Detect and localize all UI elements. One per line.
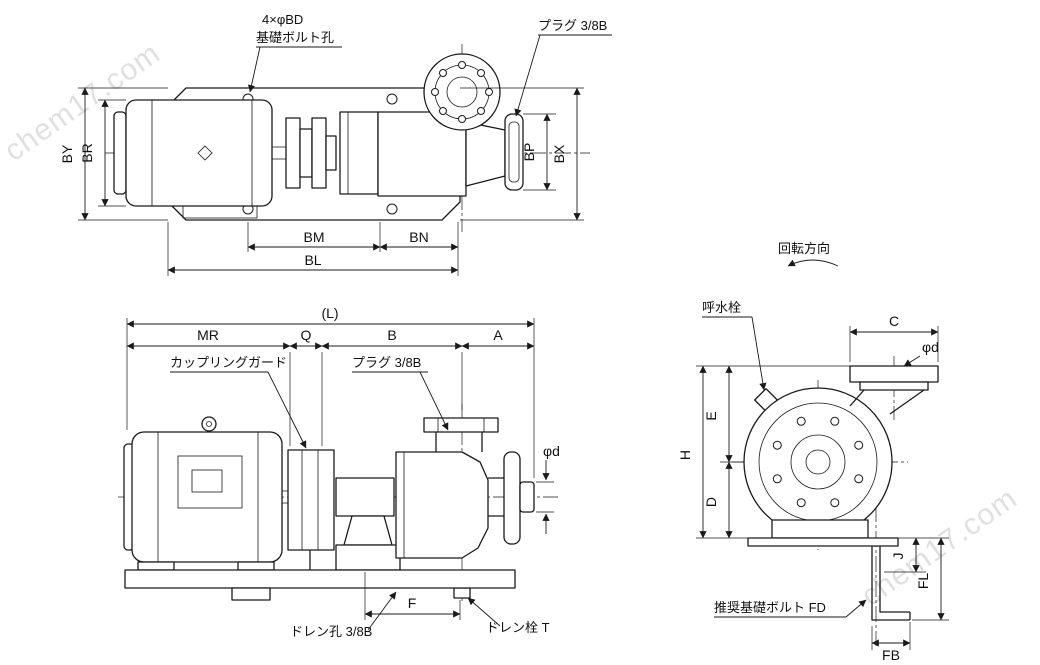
dim-J-FL-FB: J FL FB [871, 537, 949, 663]
dim-label-BY: BY [59, 144, 75, 163]
coupling-plan [285, 117, 337, 189]
top-view: BY BR BP BX BM BN BL [59, 12, 612, 276]
callout-drain-plug-label: ドレン栓 T [486, 620, 550, 635]
callout-plug-label: プラグ 3/8B [538, 18, 607, 33]
callout-plug-side: プラグ 3/8B [352, 355, 449, 431]
dim-BY: BY [59, 87, 168, 221]
callout-bolt-qty-label: 4×φBD [262, 12, 303, 27]
dim-label-C: C [889, 313, 899, 329]
dim-label-BL: BL [304, 252, 321, 268]
motor-plan [113, 99, 286, 219]
dim-label-FL: FL [915, 573, 931, 590]
dim-BM-BN-BL: BM BN BL [167, 222, 459, 276]
dim-L-row: (L) MR Q B A [126, 305, 535, 478]
dim-label-FB: FB [882, 647, 900, 663]
baseplate-side [124, 569, 516, 601]
motor-side [123, 416, 283, 571]
base-and-foundation-bolt [747, 519, 911, 621]
dim-phid-side: φd [536, 443, 560, 534]
dim-HED: H E D [677, 365, 850, 539]
dim-label-F: F [408, 595, 417, 611]
dim-BX: BX [460, 87, 584, 221]
callout-drain-hole: ドレン孔 3/8B [290, 591, 397, 639]
callout-foundation-bolt-label: 推奨基礎ボルト FD [714, 600, 826, 615]
dim-BP: BP [521, 113, 556, 191]
callout-coupling-guard: カップリングガード [170, 355, 307, 449]
side-view: φd (L) MR Q B A F カップリングガード [118, 305, 560, 639]
dim-label-H: H [677, 450, 693, 460]
end-view: 回転方向 [677, 241, 949, 663]
dim-label-L: (L) [321, 305, 338, 321]
dim-label-BN: BN [409, 229, 428, 245]
pump-side [335, 417, 535, 599]
dim-F: F [364, 572, 461, 620]
dim-label-E: E [703, 411, 719, 420]
dim-label-BR: BR [79, 143, 95, 162]
pump-casing-end [743, 387, 893, 537]
callout-coupling-guard-label: カップリングガード [170, 355, 287, 370]
dim-BR: BR [79, 99, 126, 207]
dim-label-A: A [493, 327, 503, 343]
dim-label-J: J [890, 553, 906, 560]
callout-drain-plug: ドレン栓 T [467, 597, 550, 635]
callout-foundation-bolt-holes: 4×φBD 基礎ボルト孔 [247, 12, 342, 93]
callout-drain-hole-label: ドレン孔 3/8B [290, 624, 372, 639]
dim-label-phid-side: φd [543, 443, 560, 459]
callout-foundation-bolt-fd: 推奨基礎ボルト FD [714, 599, 867, 618]
pump-casing-plan [339, 111, 524, 197]
dim-label-Q: Q [301, 327, 312, 343]
callout-bolt-name-label: 基礎ボルト孔 [256, 30, 334, 45]
dim-label-MR: MR [197, 327, 219, 343]
callout-plug-side-label: プラグ 3/8B [352, 355, 421, 370]
dim-label-BX: BX [551, 144, 567, 163]
callout-priming-plug: 呼水栓 [702, 300, 767, 391]
suction-flange-plan [423, 53, 501, 131]
dim-label-B: B [387, 327, 396, 343]
dim-phid-end: φd [903, 339, 939, 367]
dim-label-phid-end: φd [922, 339, 939, 355]
discharge-flange-end [849, 365, 939, 415]
dim-label-D: D [703, 497, 719, 507]
dim-label-BP: BP [521, 143, 537, 162]
coupling-guard-side [282, 449, 335, 570]
dim-label-BM: BM [304, 229, 325, 245]
callout-priming-plug-label: 呼水栓 [702, 300, 741, 315]
callout-plug-top: プラグ 3/8B [514, 18, 612, 117]
dim-C: C [849, 313, 939, 362]
rotation-direction: 回転方向 [778, 241, 839, 267]
rotation-direction-label: 回転方向 [778, 241, 830, 256]
